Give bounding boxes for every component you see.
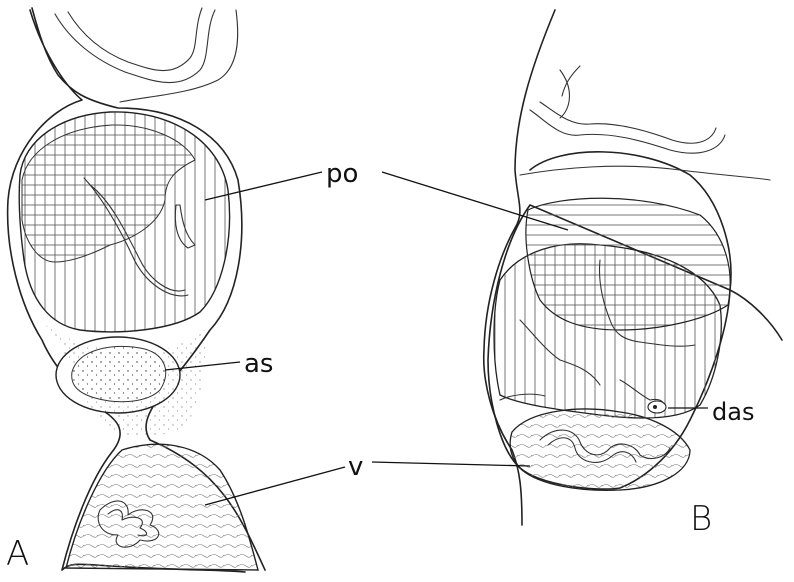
panel-b-po-region: [494, 198, 730, 418]
panel-b-stalk-wave: [520, 66, 770, 180]
panel-b-v-leader: [372, 462, 530, 466]
panel-a-po-region: [19, 112, 229, 332]
label-v: v: [348, 452, 363, 482]
panel-b-das-structure: [648, 401, 666, 413]
panel-label-a: A: [6, 534, 29, 574]
panel-b-drawing: [372, 10, 782, 525]
panel-a-v-region: [66, 444, 258, 570]
panel-label-b: B: [690, 499, 712, 539]
label-po: po: [326, 159, 358, 189]
label-das: das: [712, 398, 754, 426]
panel-a-stalk-wave: [55, 8, 238, 102]
panel-b-v-region: [510, 409, 690, 490]
panel-a-drawing: [8, 8, 345, 572]
label-as: as: [244, 349, 273, 379]
panel-b-po-leader: [382, 172, 568, 230]
